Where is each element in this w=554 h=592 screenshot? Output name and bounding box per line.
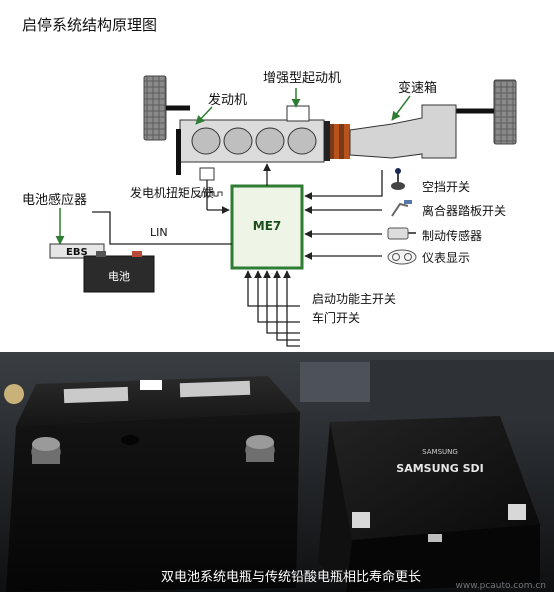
diagram-title: 启停系统结构原理图 [22,16,157,34]
ecu-box [230,184,304,270]
brake-sensor-icon [387,227,416,240]
battery-photo-svg: SAMSUNG SAMSUNG SDI 双电池系统电瓶与传统铅酸电瓶相比寿命更长… [0,352,554,592]
cylinder-3 [255,127,285,155]
samsung-sdi-battery: SAMSUNG SAMSUNG SDI [318,416,540,592]
photo-caption: 双电池系统电瓶与传统铅酸电瓶相比寿命更长 [161,569,421,585]
gearbox-callout [391,95,411,121]
bottom-input-arrow-5 [283,270,300,347]
starter-ring-1 [330,124,334,159]
battery-sensor-label: 电池感应器 [22,192,87,208]
lin-line [92,211,232,245]
clutch-pedal-switch-label: 离合器踏板开关 [422,203,506,218]
lead-acid-battery [6,376,300,592]
background-shelf [370,360,554,412]
battery-body [83,255,155,293]
samsung-brand-small: SAMSUNG [422,448,458,456]
cylinder-2 [223,127,253,155]
bottom-input-arrow-3 [263,270,300,334]
starter-motor [286,105,310,122]
diagram-panel: 启停系统结构原理图 [22,16,517,347]
samsung-sdi-brand: SAMSUNG SDI [396,462,483,475]
battery-terminal-pos [132,251,142,257]
starter-ring-3 [339,124,344,159]
alternator [199,167,215,181]
door-switch-label: 车门开关 [312,310,360,325]
starter-ring-4 [344,124,350,159]
instrument-display-label: 仪表显示 [422,251,470,265]
door-switch-arrow [254,270,300,323]
battery-label: 电池 [108,270,130,283]
flywheel [324,121,330,161]
engine-label: 发动机 [208,92,247,108]
ebs-label: EBS [66,247,88,258]
neutral-switch-label: 空挡开关 [422,180,470,194]
starter-label: 增强型起动机 [263,71,341,86]
battery-terminal-neg [96,251,106,257]
cylinder-4 [287,127,317,155]
bottom-input-arrow-4 [273,270,300,341]
starter-ring-2 [334,124,339,159]
ecu-label: ME7 [253,219,282,233]
watermark: www.pcauto.com.cn [456,581,546,591]
cylinder-1 [191,127,221,155]
gear-shift-icon [391,168,405,190]
alternator-feedback-label: 发电机扭矩反馈 [130,185,214,200]
engine-side-bar [176,129,181,175]
system-diagram: 启停系统结构原理图 [22,16,517,347]
engine-callout [195,106,213,125]
gearbox-label: 变速箱 [398,80,437,96]
instrument-gauge-icon [387,249,417,265]
alternator-feedback-signal [198,191,223,197]
battery-photo: SAMSUNG SAMSUNG SDI 双电池系统电瓶与传统铅酸电瓶相比寿命更长… [0,352,554,592]
background-equipment [300,362,370,402]
right-wheel [493,79,517,145]
start-main-switch-label: 启动功能主开关 [312,292,396,306]
clutch-pedal-icon [391,200,412,217]
left-wheel [143,75,167,141]
neutral-switch-arrow [304,170,383,200]
background-object [4,384,24,404]
start-switch-arrow [244,270,300,307]
brake-sensor-label: 制动传感器 [422,228,482,243]
lin-label: LIN [150,226,168,239]
gearbox [349,104,457,159]
